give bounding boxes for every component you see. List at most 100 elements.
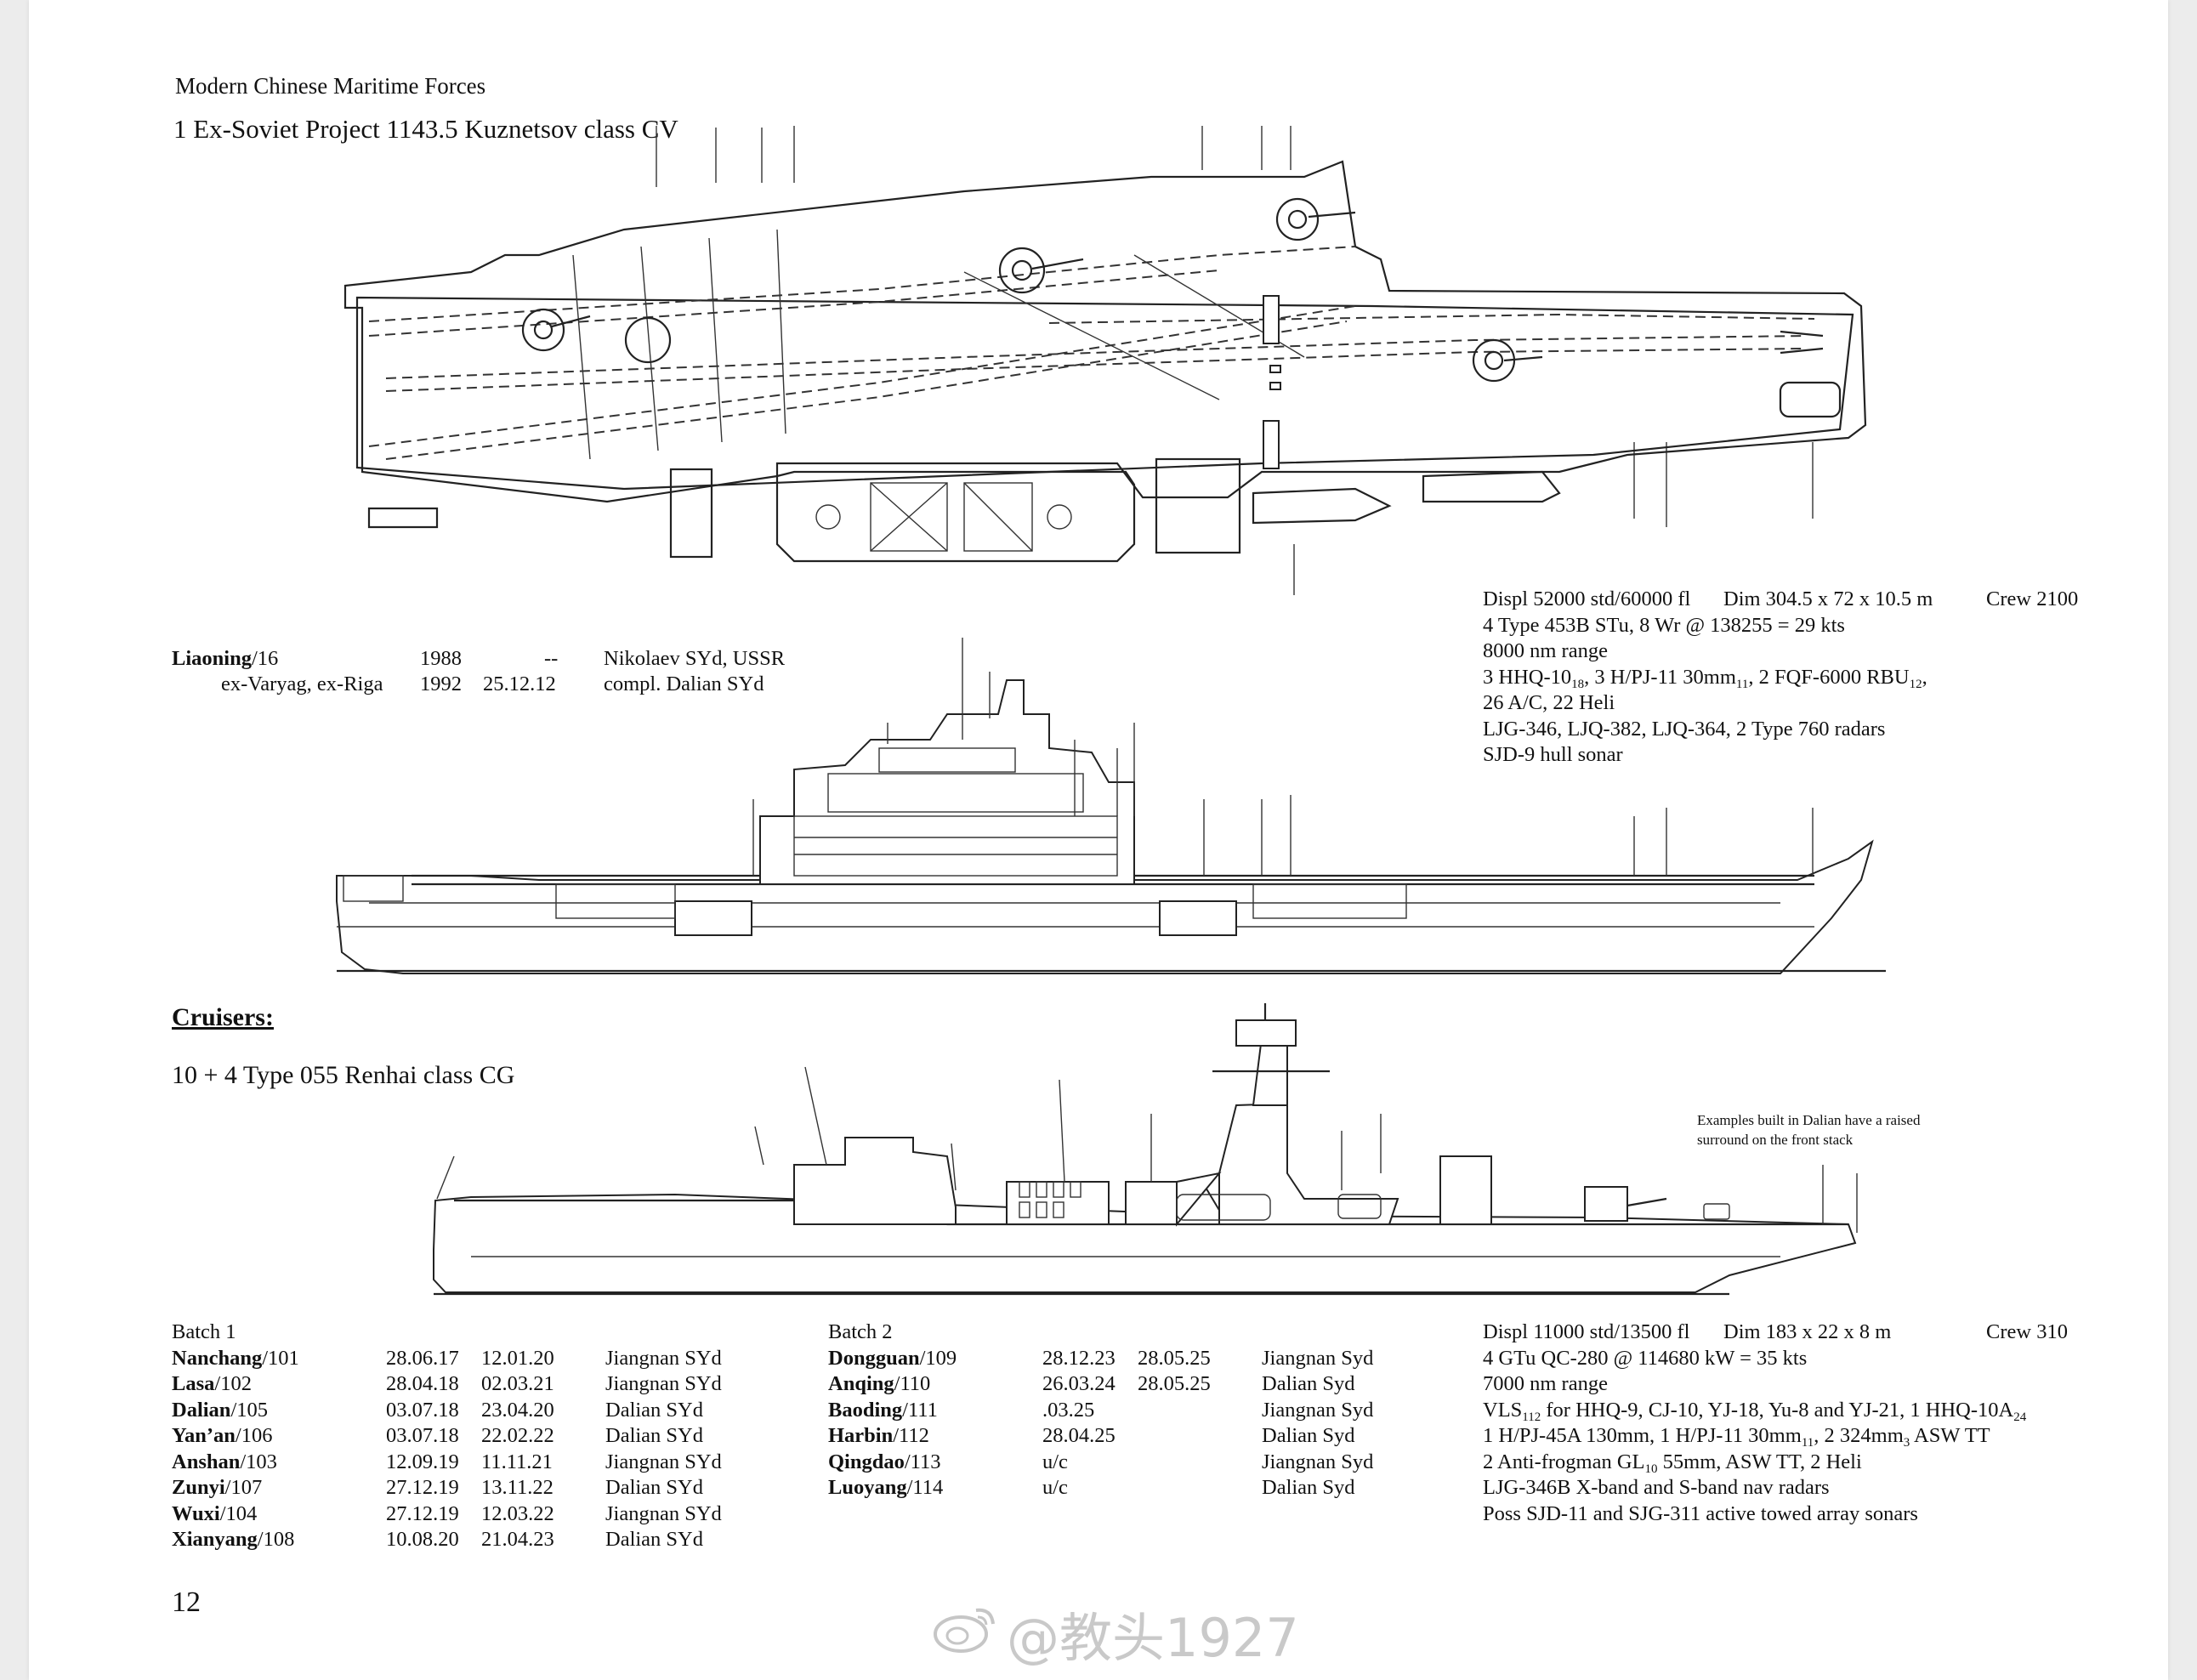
ship-laid-down: 28.04.18 xyxy=(386,1372,459,1395)
ship-builder: Jiangnan SYd xyxy=(605,1450,722,1473)
ship-pennant: /16 xyxy=(251,647,279,670)
ship-commissioned: 21.04.23 xyxy=(481,1528,554,1551)
ship-builder: compl. Dalian SYd xyxy=(604,673,764,695)
type055-crew: Crew 310 xyxy=(1986,1320,2068,1343)
ship-laid-down: u/c xyxy=(1042,1476,1068,1499)
ship-name: Anqing xyxy=(828,1372,894,1395)
ship-commissioned: 28.05.25 xyxy=(1138,1372,1211,1395)
ship-builder: Nikolaev SYd, USSR xyxy=(604,647,786,670)
ship-name-cell: Yan’an/106 xyxy=(172,1424,272,1447)
carrier-sonar: SJD-9 hull sonar xyxy=(1483,743,1623,766)
ship-laid-down: 1992 xyxy=(420,673,462,695)
ship-laid-down: 26.03.24 xyxy=(1042,1372,1116,1395)
ship-name: Luoyang xyxy=(828,1476,907,1499)
carrier-side-profile-drawing xyxy=(336,638,1886,974)
ship-laid-down: 03.07.18 xyxy=(386,1424,459,1447)
ship-name: Lasa xyxy=(172,1372,215,1395)
carrier-ship-row-2: ex-Varyag, ex-Riga 1992 25.12.12 compl. … xyxy=(172,672,818,698)
ship-builder: Jiangnan Syd xyxy=(1262,1450,1374,1473)
page-number: 12 xyxy=(172,1586,201,1618)
ship-name: Liaoning xyxy=(172,647,252,670)
ship-commissioned: 28.05.25 xyxy=(1138,1346,1211,1370)
type055-propulsion: 4 GTu QC-280 @ 114680 kW = 35 kts xyxy=(1483,1346,1808,1370)
type055-dim: Dim 183 x 22 x 8 m xyxy=(1723,1320,1892,1343)
ship-name-cell: Anqing/110 xyxy=(828,1372,930,1395)
ship-commissioned: 02.03.21 xyxy=(481,1372,554,1395)
cruisers-section-heading: Cruisers: xyxy=(172,1003,274,1031)
ship-laid-down: 28.04.25 xyxy=(1042,1424,1116,1447)
batch2-label: Batch 2 xyxy=(828,1320,893,1343)
carrier-ship-row-1: Liaoning/16 1988 -- Nikolaev SYd, USSR xyxy=(172,646,818,673)
ship-builder: Dalian Syd xyxy=(1262,1424,1355,1447)
carrier-armament: 3 HHQ-1018, 3 H/PJ-11 30mm11, 2 FQF-6000… xyxy=(1483,665,1927,691)
ship-commissioned: 12.03.22 xyxy=(481,1501,554,1525)
ship-builder: Jiangnan Syd xyxy=(1262,1398,1374,1422)
carrier-plan-view-drawing xyxy=(343,126,1867,595)
ship-pennant: /107 xyxy=(224,1476,263,1499)
ship-name: Zunyi xyxy=(172,1476,225,1499)
carrier-displ: Displ 52000 std/60000 fl xyxy=(1483,587,1691,610)
ship-commissioned: 11.11.21 xyxy=(481,1450,553,1473)
ship-name: Yan’an xyxy=(172,1424,236,1447)
ship-commissioned: 13.11.22 xyxy=(481,1476,554,1499)
ship-laid-down: 28.06.17 xyxy=(386,1346,459,1370)
ship-name: Wuxi xyxy=(172,1501,220,1525)
ship-pennant: /111 xyxy=(902,1398,938,1422)
ship-pennant: /114 xyxy=(906,1476,944,1499)
ship-commissioned: 12.01.20 xyxy=(481,1346,554,1370)
ship-pennant: /112 xyxy=(893,1424,929,1447)
type055-radars: LJG-346B X-band and S-band nav radars xyxy=(1483,1476,1830,1499)
carrier-propulsion: 4 Type 453B STu, 8 Wr @ 138255 = 29 kts xyxy=(1483,613,1845,637)
carrier-crew: Crew 2100 xyxy=(1986,587,2079,610)
type055-antifrogman: 2 Anti-frogman GL10 55mm, ASW TT, 2 Heli xyxy=(1483,1450,1862,1476)
ship-commissioned: 23.04.20 xyxy=(481,1398,554,1422)
ship-laid-down: .03.25 xyxy=(1042,1398,1095,1422)
type055-range: 7000 nm range xyxy=(1483,1372,1608,1395)
ship-pennant: /104 xyxy=(219,1501,258,1525)
ship-name-cell: Dongguan/109 xyxy=(828,1347,957,1370)
ship-pennant: /101 xyxy=(262,1346,299,1370)
type055-guns: 1 H/PJ-45A 130mm, 1 H/PJ-11 30mm11, 2 32… xyxy=(1483,1424,1990,1450)
ship-name-cell: Zunyi/107 xyxy=(172,1476,262,1499)
ship-builder: Jiangnan SYd xyxy=(605,1372,722,1395)
ship-name-cell: Dalian/105 xyxy=(172,1399,268,1422)
batch1-label: Batch 1 xyxy=(172,1320,236,1343)
carrier-range: 8000 nm range xyxy=(1483,639,1608,662)
carrier-class-heading: 1 Ex-Soviet Project 1143.5 Kuznetsov cla… xyxy=(173,114,678,144)
watermark-text: @教头1927 xyxy=(1007,1607,1299,1669)
weibo-logo-icon xyxy=(934,1608,995,1653)
ship-pennant: /105 xyxy=(230,1398,268,1422)
ship-builder: Dalian Syd xyxy=(1262,1476,1355,1499)
document-page: Modern Chinese Maritime Forces 1 Ex-Sovi… xyxy=(29,0,2168,1680)
ship-name: Dongguan xyxy=(828,1346,920,1370)
ship-commissioned: -- xyxy=(544,647,559,670)
ship-laid-down: 27.12.19 xyxy=(386,1501,459,1525)
type055-vls: VLS112 for HHQ-9, CJ-10, YJ-18, Yu-8 and… xyxy=(1483,1398,2027,1424)
ship-name-cell: Wuxi/104 xyxy=(172,1502,257,1525)
ship-name-cell: Anshan/103 xyxy=(172,1450,277,1473)
ship-pennant: /106 xyxy=(235,1424,273,1447)
ship-name: Nanchang xyxy=(172,1346,263,1370)
ship-builder: Jiangnan SYd xyxy=(605,1346,722,1370)
ship-name: Qingdao xyxy=(828,1450,905,1473)
ship-pennant: /110 xyxy=(894,1372,931,1395)
ship-builder: Jiangnan Syd xyxy=(1262,1346,1374,1370)
running-head: Modern Chinese Maritime Forces xyxy=(175,73,486,99)
ship-name-cell: Xianyang/108 xyxy=(172,1528,294,1551)
carrier-specs: Displ 52000 std/60000 fl Dim 304.5 x 72 … xyxy=(1483,587,2078,769)
ship-pennant: /113 xyxy=(904,1450,941,1473)
ship-commissioned: 25.12.12 xyxy=(483,673,556,695)
carrier-radars: LJG-346, LJQ-382, LJQ-364, 2 Type 760 ra… xyxy=(1483,717,1886,741)
ship-builder: Dalian SYd xyxy=(605,1424,703,1447)
ship-laid-down: 28.12.23 xyxy=(1042,1346,1116,1370)
ship-name: Xianyang xyxy=(172,1528,258,1551)
ship-pennant: /108 xyxy=(257,1528,295,1551)
ship-name: Anshan xyxy=(172,1450,241,1473)
